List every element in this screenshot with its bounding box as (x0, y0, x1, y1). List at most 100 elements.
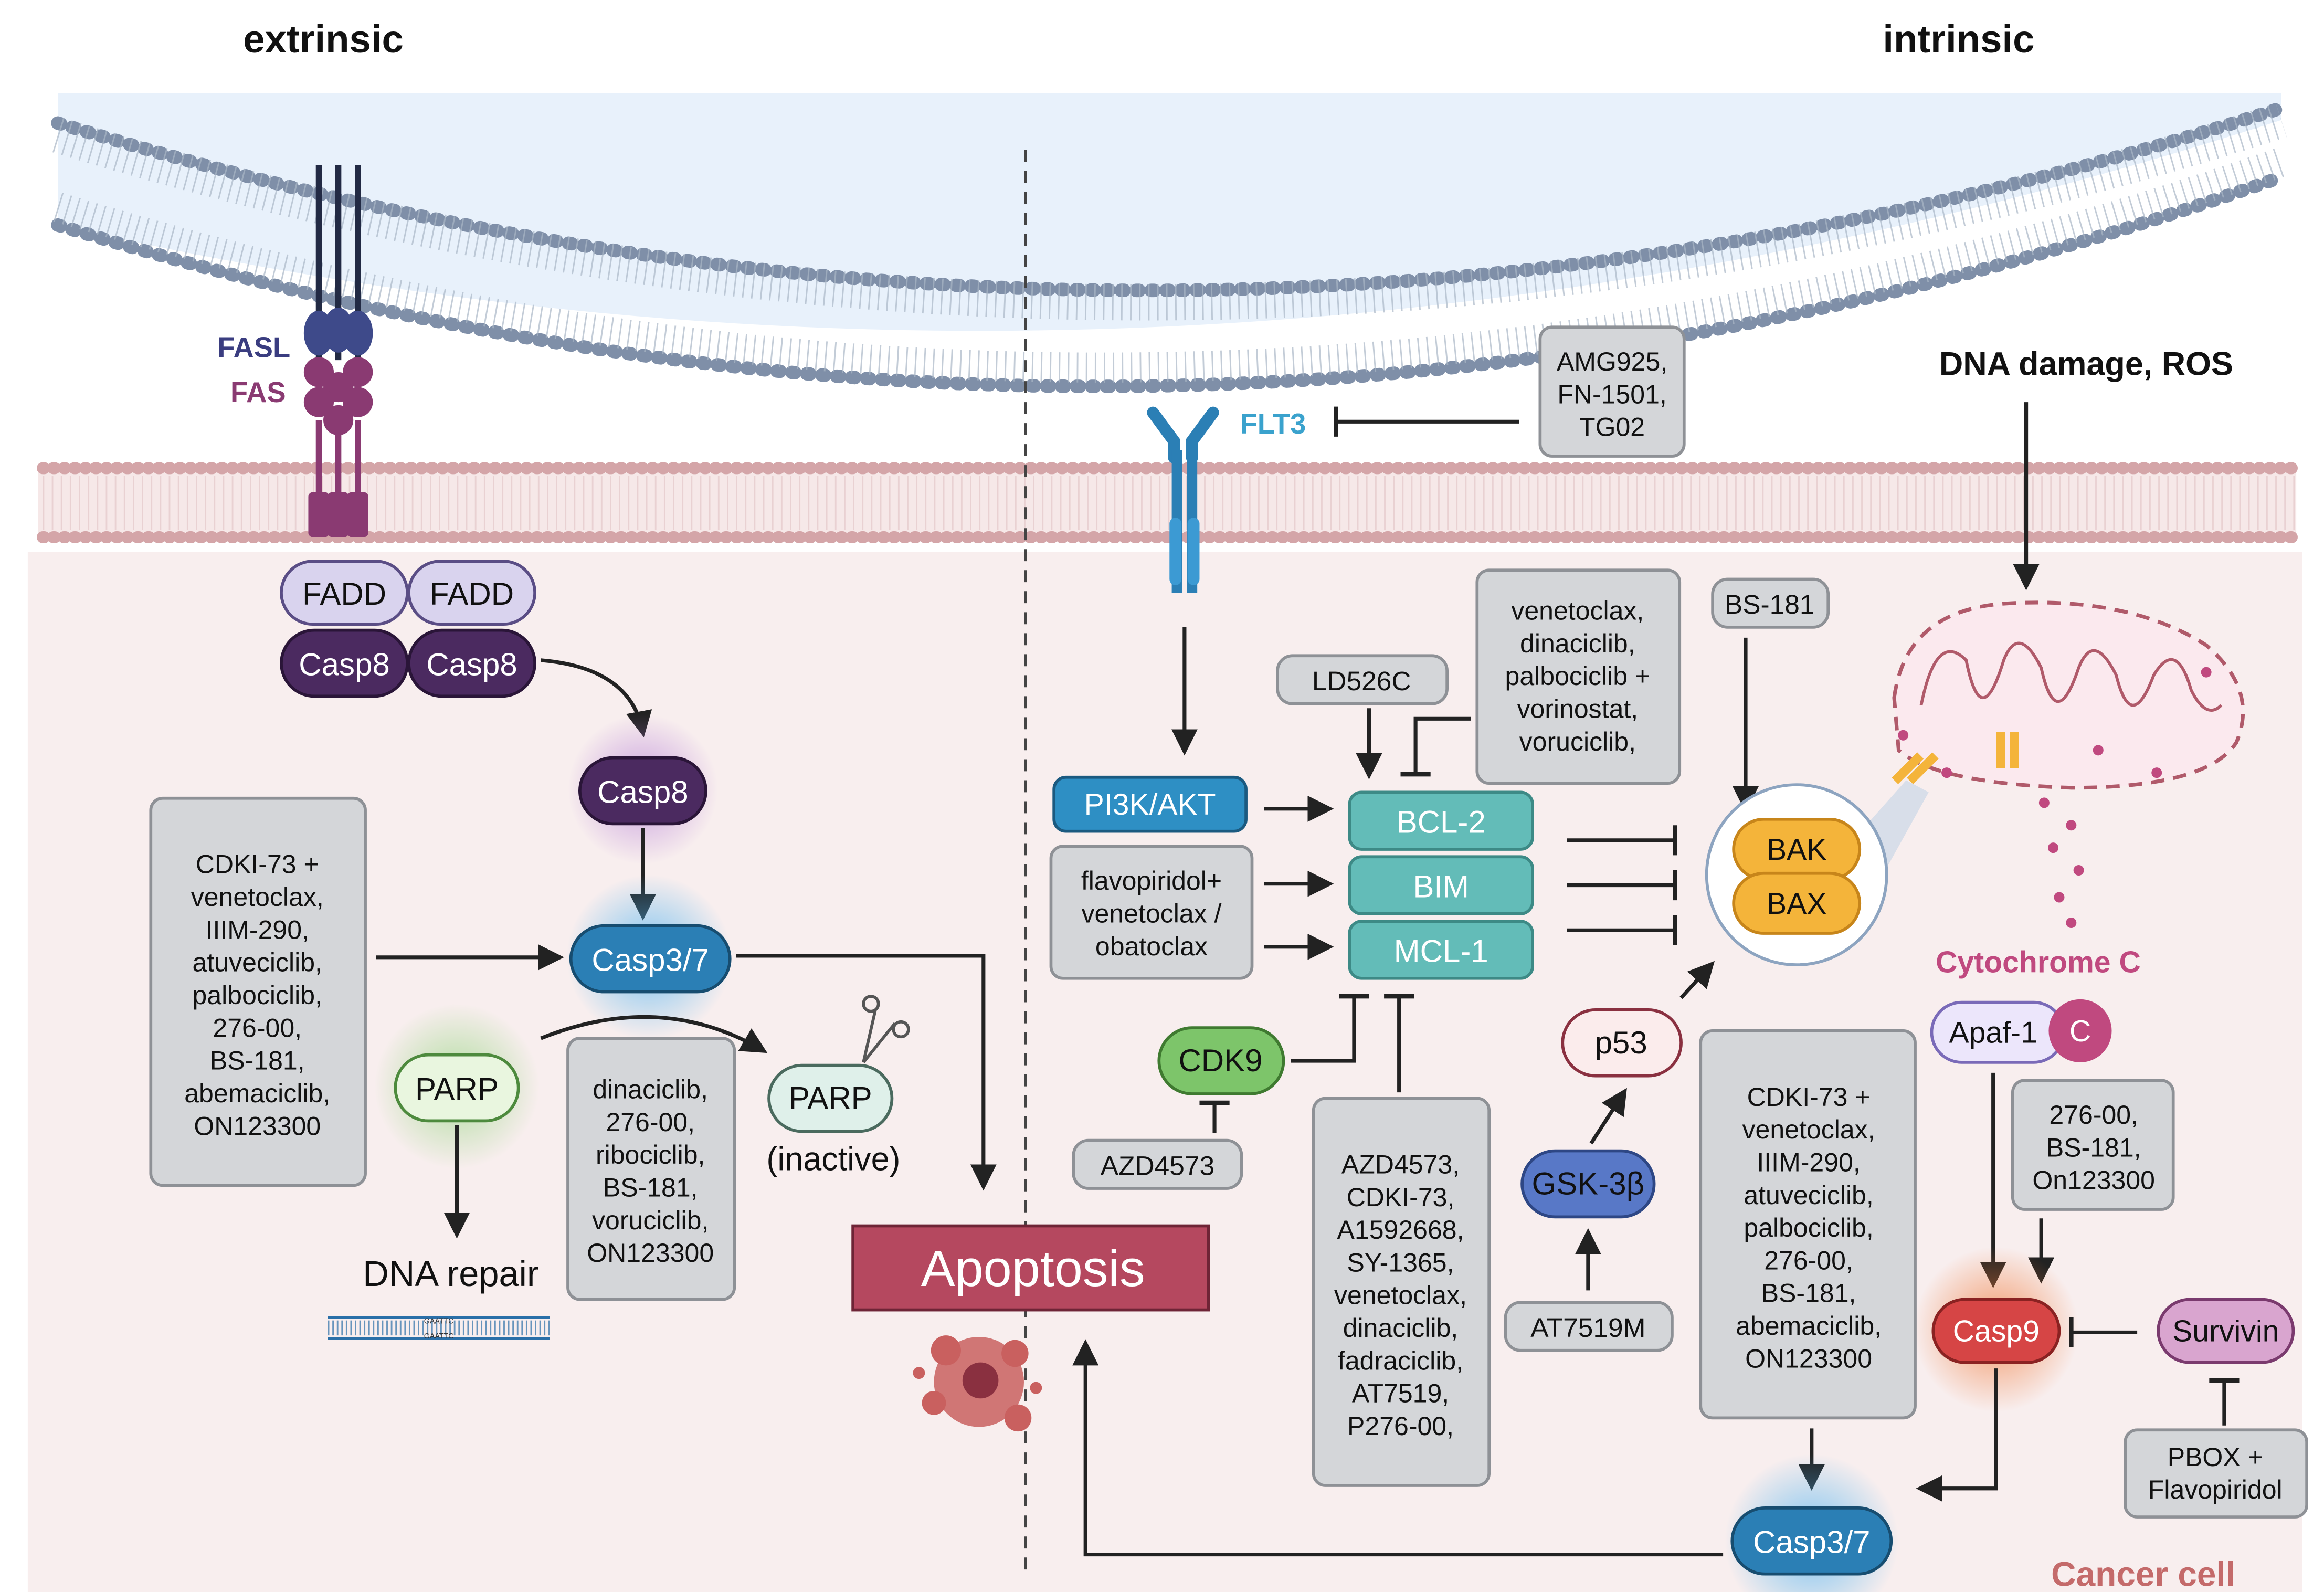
drug-name: PBOX + (2168, 1442, 2263, 1472)
ld526c-drug-box (1276, 654, 1449, 705)
casp8-label-1: Casp8 (299, 647, 389, 682)
svg-text:GAATTC: GAATTC (424, 1317, 454, 1325)
parp-drug-list: dinaciclib,276-00,ribociclib,BS-181,voru… (587, 1075, 714, 1268)
apoptotic-cell-icon (913, 1335, 1042, 1432)
bs181-drug-box (1711, 577, 1830, 629)
drug-name: dinaciclib, (1343, 1313, 1459, 1343)
bax-label: BAX (1767, 887, 1826, 921)
mcl1-label: MCL-1 (1394, 933, 1488, 968)
bax-node (1732, 871, 1862, 935)
scissors-icon (862, 995, 910, 1063)
drug-name: BS-181 (1725, 589, 1815, 619)
drug-name: BS-181, (2046, 1133, 2141, 1162)
flavopiridol-drug-list: flavopiridol+venetoclax /obatoclax (1081, 866, 1222, 961)
cytochrome-c-label: Cytochrome C (1936, 945, 2141, 979)
dna-repair-label: DNA repair (363, 1253, 538, 1294)
drug-name: BS-181, (210, 1046, 305, 1076)
drug-name: venetoclax, (1742, 1115, 1875, 1144)
casp9-drug-list: 276-00, BS-181, On123300 (2032, 1100, 2155, 1195)
drug-name: AT7519, (1352, 1379, 1449, 1408)
casp8-active-label: Casp8 (597, 774, 688, 809)
casp37-right-node (1730, 1506, 1893, 1576)
drug-name: dinaciclib, (593, 1075, 708, 1104)
drug-name: palbociclib, (1744, 1213, 1873, 1242)
drug-name: Flavopiridol (2148, 1475, 2283, 1504)
pi3k-akt-node (1052, 775, 1248, 833)
bcl2-node (1348, 790, 1534, 851)
drug-name: IIIM-290, (1757, 1147, 1860, 1177)
p53-label: p53 (1595, 1025, 1647, 1060)
drug-name: 276-00, (606, 1108, 695, 1137)
inhibit-cdk9-to-mcl1 (1291, 996, 1356, 1063)
cdk9-label: CDK9 (1178, 1043, 1262, 1078)
parp-inactive-label: (inactive) (766, 1141, 900, 1178)
drug-name: voruciclib, (1519, 727, 1636, 756)
inhibit-bak-bax-lines (1567, 825, 1677, 945)
pi3k-akt-label: PI3K/AKT (1084, 788, 1216, 821)
c-label: C (2069, 1015, 2091, 1048)
apoptosis-label: Apoptosis (921, 1240, 1145, 1297)
parp-label: PARP (415, 1071, 499, 1106)
azd4573-label: AZD4573 (1101, 1150, 1214, 1180)
parp-cleaved-label: PARP (789, 1081, 872, 1116)
drug-name: ON123300 (1745, 1344, 1872, 1373)
parp-cleaved-node (767, 1063, 894, 1133)
drug-name: CDKI-73 + (1747, 1082, 1871, 1112)
drug-name: AZD4573 (1101, 1150, 1214, 1180)
drug-name: flavopiridol+ (1081, 866, 1222, 895)
apaf1-label: Apaf-1 (1949, 1016, 2037, 1050)
ld526c-label: LD526C (1312, 666, 1411, 696)
drug-name: SY-1365, (1347, 1248, 1454, 1277)
drug-name: AZD4573, (1341, 1150, 1460, 1179)
p53-node (1561, 1008, 1683, 1078)
drug-name: abemaciclib, (1736, 1311, 1882, 1341)
drug-name: 276-00, (213, 1013, 302, 1042)
pbox-drug-box (2124, 1428, 2308, 1519)
drug-name: On123300 (2032, 1166, 2155, 1195)
cdk9-node (1157, 1026, 1285, 1095)
drug-name: venetoclax, (1334, 1281, 1467, 1310)
mcl1-drug-list: AZD4573,CDKI-73,A1592668,SY-1365,venetoc… (1334, 1150, 1467, 1441)
bcl2-drug-list: venetoclax,dinaciclib,palbociclib +vorin… (1505, 596, 1651, 756)
fas-label: FAS (230, 376, 286, 408)
drug-name: 276-00, (2049, 1100, 2138, 1130)
extrinsic-header: extrinsic (243, 17, 404, 61)
cytochrome-c-circle (2048, 999, 2112, 1062)
casp37-left-node (569, 924, 732, 994)
mcl1-node (1348, 920, 1534, 980)
casp8-node-2 (407, 628, 536, 698)
drug-name: IIIM-290, (206, 915, 309, 944)
parp-drug-box (566, 1037, 736, 1301)
drug-name: dinaciclib, (1520, 629, 1635, 658)
casp8-active-node (578, 756, 707, 826)
drug-name: ribociclib, (596, 1140, 705, 1169)
drug-name: venetoclax / (1082, 899, 1222, 928)
arrow-p53-to-bak (1679, 961, 1715, 999)
casp9-label: Casp9 (1953, 1315, 2040, 1348)
drug-name: fadraciclib, (1338, 1346, 1463, 1375)
casp8-label-2: Casp8 (426, 647, 517, 682)
pbox-drug-list: PBOX + Flavopiridol (2148, 1442, 2283, 1504)
drug-name: atuveciclib, (1744, 1180, 1873, 1210)
bak-label: BAK (1767, 833, 1826, 867)
arrow-casp37-to-apoptosis (736, 954, 997, 1191)
gsk3b-label: GSK-3β (1532, 1166, 1645, 1201)
drug-name: BS-181, (603, 1173, 698, 1202)
drug-name: ON123300 (587, 1238, 714, 1268)
drug-name: palbociclib, (193, 980, 322, 1010)
drug-name: AT7519M (1530, 1312, 1645, 1343)
flt3-receptor-icon (1147, 406, 1219, 593)
fadd-label-1: FADD (302, 576, 386, 612)
drug-name: CDKI-73, (1347, 1183, 1455, 1212)
drug-name: venetoclax, (191, 882, 324, 912)
fadd-label-2: FADD (430, 576, 514, 612)
gsk3b-node (1520, 1149, 1656, 1219)
bcl2-label: BCL-2 (1397, 805, 1486, 840)
survivin-node (2157, 1298, 2295, 1364)
bs181-label: BS-181 (1725, 589, 1815, 619)
arrow-gsk-to-p53 (1589, 1088, 1627, 1145)
drug-name: TG02 (1579, 413, 1645, 442)
survivin-label: Survivin (2172, 1315, 2279, 1348)
intrinsic-combo-drug-box (1699, 1029, 1917, 1420)
